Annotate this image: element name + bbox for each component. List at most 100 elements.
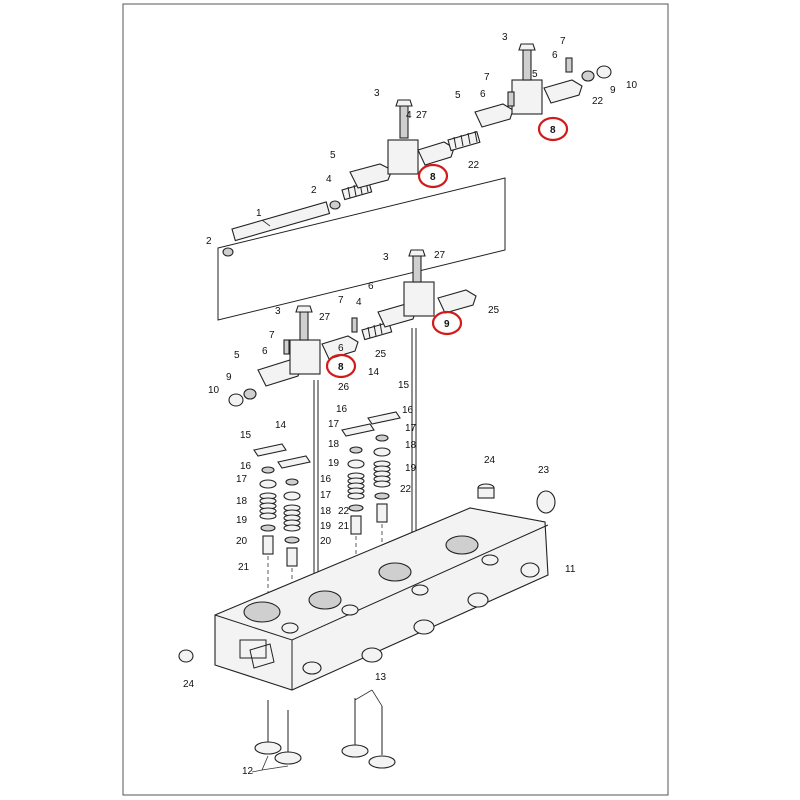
rocker-arm-25a (321, 335, 359, 360)
callout-7: 7 (269, 330, 275, 341)
valve-stack-1 (253, 443, 287, 620)
callout-7: 7 (560, 36, 566, 47)
callout-27: 27 (416, 110, 428, 121)
support-bolt-b (522, 49, 532, 81)
rocker-arm-25b (437, 289, 477, 314)
callout-27: 27 (434, 250, 446, 261)
svg-text:8: 8 (430, 172, 436, 183)
support-bolt-d (412, 255, 422, 283)
valve-spring-stacks (253, 411, 401, 632)
head-ports (239, 535, 540, 675)
callout-22: 22 (468, 160, 480, 171)
screw-7d (283, 339, 290, 355)
rocker-support-c (289, 305, 321, 375)
callout-17: 17 (320, 490, 332, 501)
highlighted-callout-8: 8 (537, 116, 569, 142)
rocker-support-d (403, 249, 435, 317)
callout-20: 20 (236, 536, 248, 547)
highlight-circles: 8 8 9 8 (325, 116, 569, 379)
callout-11: 11 (565, 564, 576, 575)
callout-15: 15 (240, 430, 252, 441)
screw-7a (565, 57, 573, 73)
callout-19: 19 (328, 458, 340, 469)
callout-18: 18 (320, 506, 332, 517)
svg-text:8: 8 (550, 125, 556, 136)
highlighted-callout-9: 9 (431, 310, 463, 336)
svg-text:8: 8 (338, 362, 344, 373)
callout-10: 10 (208, 385, 220, 396)
callout-10: 10 (626, 80, 638, 91)
valve-stack-4 (367, 411, 401, 588)
callout-3: 3 (383, 252, 389, 263)
callout-26: 26 (338, 382, 350, 393)
callout-5: 5 (455, 90, 461, 101)
callout-15: 15 (398, 380, 410, 391)
callout-6: 6 (338, 343, 344, 354)
cylinder-head (178, 483, 556, 691)
svg-text:9: 9 (444, 319, 450, 330)
rocker-arm-22a (417, 141, 455, 166)
shaft-plug-left (222, 247, 234, 257)
callout-7: 7 (484, 72, 490, 83)
callout-24: 24 (484, 455, 496, 466)
rocker-arm-22b (543, 79, 583, 104)
callout-20: 20 (320, 536, 332, 547)
valve-stack-3 (341, 423, 375, 600)
callout-2: 2 (206, 236, 212, 247)
callout-17: 17 (328, 419, 340, 430)
callout-24: 24 (183, 679, 195, 690)
rocker-shaft (231, 201, 331, 242)
callout-5: 5 (234, 350, 240, 361)
rocker-shaft-panel (217, 43, 612, 321)
callout-18: 18 (405, 440, 417, 451)
callout-6: 6 (368, 281, 374, 292)
callout-21: 21 (238, 562, 250, 573)
callout-22: 22 (338, 506, 350, 517)
valves (251, 689, 396, 773)
washer-9b (243, 388, 257, 400)
callout-18: 18 (236, 496, 248, 507)
callout-25: 25 (375, 349, 387, 360)
highlighted-callout-8: 8 (417, 163, 449, 189)
valve-stack-2 (277, 455, 311, 632)
callout-19: 19 (320, 521, 332, 532)
spring-4b (447, 130, 481, 152)
callout-12: 12 (242, 766, 254, 777)
seal-24-side (178, 649, 194, 663)
callout-23: 23 (538, 465, 550, 476)
seal-23 (536, 490, 556, 514)
callout-19: 19 (405, 463, 417, 474)
callout-4: 4 (406, 110, 412, 121)
callout-13: 13 (375, 672, 387, 683)
callout-6: 6 (262, 346, 268, 357)
rocker-lower-panel (228, 249, 477, 600)
callout-16: 16 (240, 461, 252, 472)
rocker-support-b (511, 43, 543, 115)
highlighted-callout-8: 8 (325, 353, 357, 379)
shaft-plug-right (329, 200, 341, 210)
callout-19: 19 (236, 515, 248, 526)
callout-22: 22 (400, 484, 412, 495)
callout-5: 5 (532, 69, 538, 80)
callout-1: 1 (256, 208, 262, 219)
callout-3: 3 (502, 32, 508, 43)
callout-22: 22 (592, 96, 604, 107)
callout-4: 4 (356, 297, 362, 308)
ring-10b (228, 393, 244, 407)
shaft-outline (217, 177, 506, 321)
callout-6: 6 (552, 50, 558, 61)
callout-4: 4 (326, 174, 332, 185)
callout-16: 16 (402, 405, 414, 416)
callout-16: 16 (336, 404, 348, 415)
screw-7c (351, 317, 358, 333)
callout-14: 14 (275, 420, 287, 431)
callout-7: 7 (338, 295, 344, 306)
rocker-support-a (387, 99, 419, 175)
callout-16: 16 (320, 474, 332, 485)
rocker-arm-5a (349, 163, 393, 189)
callout-3: 3 (275, 306, 281, 317)
callout-27: 27 (319, 312, 331, 323)
